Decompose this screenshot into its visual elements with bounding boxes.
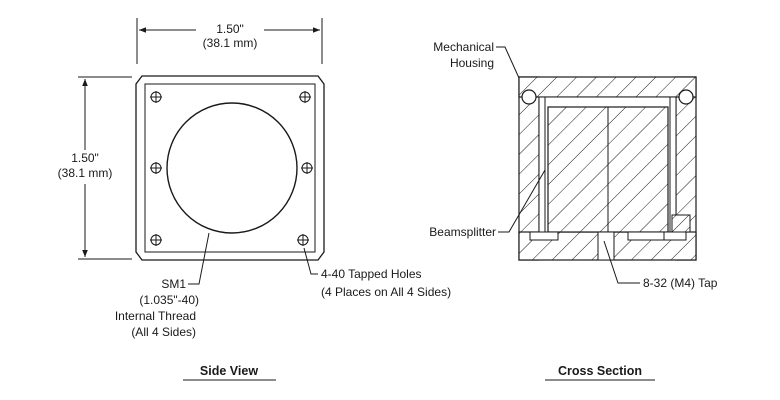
housing-label: Housing: [450, 56, 494, 70]
tapped-hole: [150, 234, 162, 246]
tapped-holes-places-label: (4 Places on All 4 Sides): [321, 285, 451, 299]
side-view-inner-border: [144, 83, 316, 253]
sm1-thread-spec: (1.035"-40): [139, 293, 199, 307]
tapped-hole: [150, 91, 162, 103]
sm1-all-sides-label: (All 4 Sides): [131, 325, 196, 339]
height-dimension: 1.50" (38.1 mm): [44, 76, 132, 260]
tapped-holes-label: 4-40 Tapped Holes: [321, 267, 422, 281]
tapped-hole: [297, 234, 309, 246]
side-view-housing-outline: [135, 75, 325, 261]
height-mm-label: (38.1 mm): [58, 166, 113, 180]
retaining-ring-left: [521, 89, 537, 105]
beamsplitter-label: Beamsplitter: [429, 225, 496, 239]
tapped-hole: [150, 162, 162, 174]
mechanical-label: Mechanical: [433, 40, 494, 54]
tapped-hole: [301, 162, 313, 174]
sm1-label: SM1: [161, 277, 186, 291]
sm1-bore-circle: [166, 102, 298, 234]
beamsplitter-callout: Beamsplitter: [429, 169, 546, 239]
side-view: 1.50" (38.1 mm) 1.50" (38.1 mm): [44, 18, 451, 381]
width-inch-label: 1.50": [216, 22, 244, 36]
cross-section-view: Mechanical Housing Beamsplitter 8-32 (M4…: [429, 40, 718, 381]
tap-hole: [627, 231, 665, 241]
tapped-hole: [299, 91, 311, 103]
tap-callout: 8-32 (M4) Tap: [603, 240, 718, 290]
housing-top-wall: [518, 76, 697, 98]
width-mm-label: (38.1 mm): [203, 36, 258, 50]
height-inch-label: 1.50": [71, 151, 99, 165]
width-dimension: 1.50" (38.1 mm): [136, 18, 323, 64]
tapped-holes-callout: 4-40 Tapped Holes (4 Places on All 4 Sid…: [303, 247, 451, 299]
cross-section-title: Cross Section: [558, 364, 642, 378]
tapped-hole-markers: [150, 91, 313, 246]
tap-label: 8-32 (M4) Tap: [643, 276, 718, 290]
sm1-callout: SM1 (1.035"-40) Internal Thread (All 4 S…: [115, 232, 210, 339]
side-view-title: Side View: [200, 364, 258, 378]
mechanical-housing-callout: Mechanical Housing: [433, 40, 520, 79]
sm1-internal-thread-label: Internal Thread: [115, 309, 196, 323]
retaining-ring-right: [678, 89, 694, 105]
